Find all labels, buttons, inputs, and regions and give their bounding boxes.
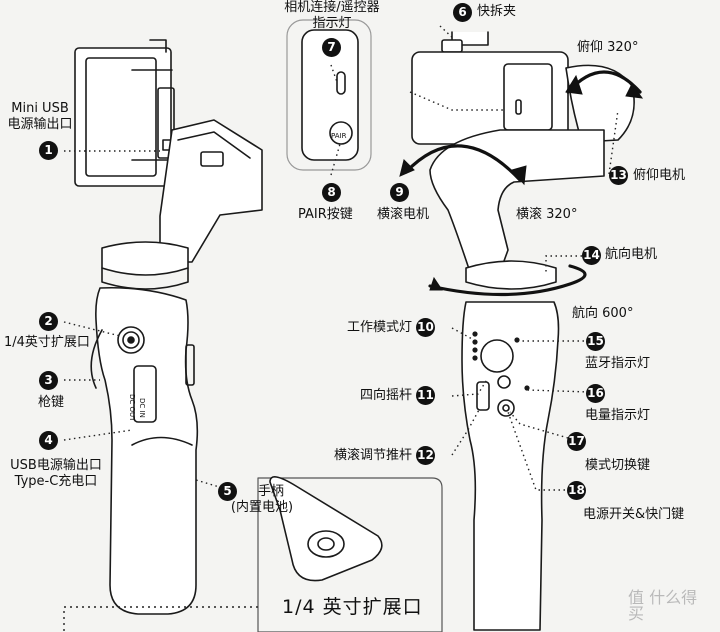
callout-18-number: 18 [567, 481, 586, 500]
right-tilt-motor [565, 64, 635, 143]
callout-16-number: 16 [586, 384, 605, 403]
callout-10-label: 工作模式灯 [346, 320, 412, 335]
callout-8-number: 8 [322, 183, 341, 202]
watermark: 值 什么得买 [628, 588, 698, 623]
roll-rotation-label: 横滚 320° [516, 207, 578, 222]
callout-10-number: 10 [416, 318, 435, 337]
callout-13-label: 俯仰电机 [633, 168, 686, 183]
dc-in-port-label: DC IN [138, 398, 146, 418]
callout-2-label: 1/4英寸扩展口 [4, 335, 90, 350]
tilt-rotation-label: 俯仰 320° [577, 40, 639, 55]
right-handle [461, 301, 560, 631]
callout-6-number: 6 [453, 3, 472, 22]
callout-4-label: USB电源输出口 Type-C充电口 [10, 458, 102, 489]
callout-7-number: 7 [322, 38, 341, 57]
callout-1-number: 1 [39, 141, 58, 160]
callout-6-label: 快拆夹 [477, 4, 517, 19]
right-pan-motor [465, 260, 557, 290]
pan-rotation-arrow [428, 264, 587, 297]
callout-7-label: 相机连接/遥控器 指示灯 [284, 0, 380, 31]
right-camera-body [411, 31, 569, 145]
callout-1-label: Mini USB 电源输出口 [7, 101, 73, 132]
left-camera-body [74, 39, 175, 187]
callout-3-label: 枪键 [38, 395, 65, 410]
callout-18-label: 电源开关&快门键 [583, 507, 685, 522]
callout-17-number: 17 [567, 432, 586, 451]
left-pan-motor [101, 241, 189, 290]
callout-5-number: 5 [218, 482, 237, 501]
callout-15-label: 蓝牙指示灯 [585, 356, 651, 371]
remote-illustration [286, 19, 372, 171]
inset-box [257, 476, 443, 632]
pair-button-label: PAIR [331, 132, 347, 140]
callout-14-label: 航向电机 [605, 247, 658, 262]
callout-11-label: 四向摇杆 [359, 388, 412, 403]
callout-4-number: 4 [39, 431, 58, 450]
callout-17-label: 模式切换键 [585, 458, 651, 473]
callout-16-label: 电量指示灯 [585, 408, 651, 423]
right-roll-arm [429, 129, 605, 273]
callout-3-number: 3 [39, 371, 58, 390]
callout-9-number: 9 [390, 183, 409, 202]
callout-14-number: 14 [582, 246, 601, 265]
callout-12-number: 12 [416, 446, 435, 465]
callout-13-number: 13 [609, 166, 628, 185]
callout-11-number: 11 [416, 386, 435, 405]
callout-15-number: 15 [586, 332, 605, 351]
left-roll-arm [159, 119, 263, 263]
leader-lines [63, 25, 619, 632]
callout-8-label: PAIR按键 [298, 207, 353, 222]
inset-caption: 1/4 英寸扩展口 [282, 596, 423, 618]
callout-12-label: 横滚调节推杆 [333, 448, 412, 463]
callout-2-number: 2 [39, 312, 58, 331]
callout-9-label: 横滚电机 [377, 207, 430, 222]
rotation-arrows [399, 70, 644, 297]
callout-5-label: 手柄 (内置电池) [230, 484, 294, 515]
pan-rotation-label: 航向 600° [572, 306, 634, 321]
left-handle [90, 286, 199, 615]
roll-rotation-arrow [404, 144, 522, 182]
